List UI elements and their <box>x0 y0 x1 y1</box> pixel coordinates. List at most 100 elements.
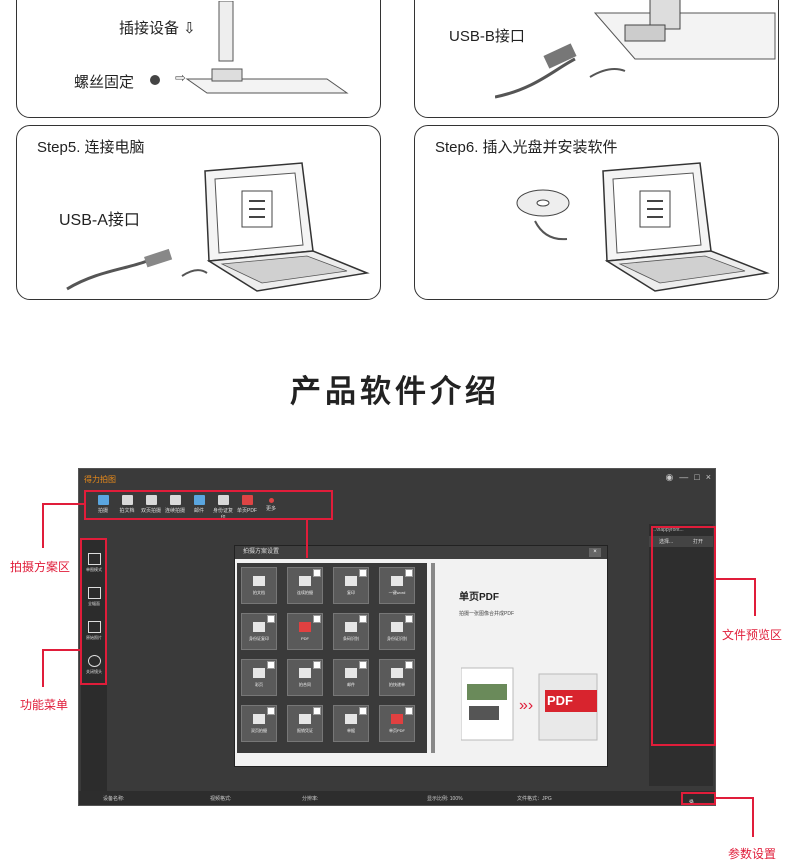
checkbox[interactable] <box>359 661 367 669</box>
open-button[interactable]: 打开 <box>693 539 704 545</box>
scheme-grid: 拍文档 连续拍摄 复印 一键word 身份证复印 PDF 条码识别 身份证识别 … <box>237 563 427 753</box>
tile-id-copy[interactable]: 身份证复印 <box>241 613 277 650</box>
skin-icon[interactable]: ◉ <box>665 472 674 482</box>
screw-icon <box>150 75 160 85</box>
function-line-h <box>42 649 80 651</box>
palette-icon <box>253 668 265 678</box>
usb-b-label: USB-B接口 <box>449 28 525 45</box>
sidebar-item-full-frame[interactable]: 全幅面 <box>81 587 107 607</box>
step5-title: Step5. 连接电脑 <box>37 139 145 156</box>
checkbox[interactable] <box>313 615 321 623</box>
tile-document[interactable]: 拍文档 <box>241 567 277 604</box>
sidebar-item-original[interactable]: 原始照片 <box>81 621 107 641</box>
printer-icon <box>345 576 357 586</box>
close-icon[interactable]: × <box>705 472 711 482</box>
step5-card: Step5. 连接电脑 USB-A接口 <box>16 125 381 300</box>
pdf-icon <box>299 622 311 632</box>
tile-receipt[interactable]: 报销凭证 <box>287 705 323 742</box>
annotation-preview: 文件预览区 <box>722 628 783 642</box>
annotation-scheme: 拍摄方案区 <box>10 560 71 574</box>
scheme-line-v <box>42 503 44 548</box>
tile-mail[interactable]: 邮件 <box>333 659 369 696</box>
toolbar-highlight <box>84 490 333 520</box>
maximize-icon[interactable]: □ <box>694 472 700 482</box>
dialog-header: 拍摄方案设置 × <box>235 546 607 559</box>
preview-title: 单页PDF <box>459 592 499 603</box>
toolbar-pdf-button[interactable]: 单页PDF <box>236 495 258 521</box>
checkbox[interactable] <box>313 661 321 669</box>
tile-bill[interactable]: 单据 <box>333 705 369 742</box>
arrow-right-icon: ⇨ <box>175 70 186 85</box>
tile-pdf[interactable]: PDF <box>287 613 323 650</box>
checkbox[interactable] <box>359 615 367 623</box>
receipt-icon <box>299 714 311 724</box>
checkbox[interactable] <box>405 661 413 669</box>
laptop-illustration <box>66 162 370 292</box>
double-page-icon <box>145 495 157 505</box>
step-card-top-right: USB-B接口 <box>414 0 779 118</box>
sidebar-highlight <box>80 538 107 685</box>
function-line-v <box>42 649 44 687</box>
camera-off-icon <box>87 655 101 667</box>
checkbox[interactable] <box>405 707 413 715</box>
pdf-conversion-illustration: »› <box>461 667 598 741</box>
toolbar-shoot-button[interactable]: 拍摄 <box>92 495 114 521</box>
tile-continuous[interactable]: 连续拍摄 <box>287 567 323 604</box>
status-bar: 设备名称: 视频格式: 分辨率: 显示比例: 100% 文件格式：JPG ⚙ 设… <box>79 791 715 805</box>
checkbox[interactable] <box>267 707 275 715</box>
checkbox[interactable] <box>313 707 321 715</box>
toolbar-double-page-button[interactable]: 双页拍摄 <box>140 495 162 521</box>
video-format: 视频格式: <box>210 796 232 802</box>
mail-icon <box>193 495 205 505</box>
continuous-icon <box>169 495 181 505</box>
tile-id-recognize[interactable]: 身份证识别 <box>379 613 415 650</box>
device-stand-illustration <box>185 1 349 94</box>
file-format: 文件格式：JPG <box>517 796 552 802</box>
checkbox[interactable] <box>359 707 367 715</box>
full-frame-icon <box>87 587 101 599</box>
tile-barcode[interactable]: 条码识别 <box>333 613 369 650</box>
window-controls: ◉ — □ × <box>665 472 711 483</box>
scheme-line-h <box>42 503 84 505</box>
dialog-close-button[interactable]: × <box>589 548 601 557</box>
tile-color[interactable]: 彩页 <box>241 659 277 696</box>
checkbox[interactable] <box>359 569 367 577</box>
single-image-icon <box>87 553 101 565</box>
toolbar: 拍摄 拍文档 双页拍摄 连续拍摄 邮件 身份证复印 单页PDF 更多 <box>92 495 282 521</box>
device-name: 设备名称: <box>103 796 125 802</box>
gear-icon: ⚙ <box>689 799 694 805</box>
checkbox[interactable] <box>313 569 321 577</box>
toolbar-connector <box>306 520 308 558</box>
sidebar-item-camera-off[interactable]: 关闭镜头 <box>81 655 107 675</box>
tile-express[interactable]: 拍快递单 <box>379 659 415 696</box>
word-icon <box>391 576 403 586</box>
checkbox[interactable] <box>405 569 413 577</box>
id-card-icon <box>217 495 229 505</box>
select-button[interactable]: 选择... <box>658 539 674 545</box>
toolbar-continuous-button[interactable]: 连续拍摄 <box>164 495 186 521</box>
usb-a-label: USB-A接口 <box>59 212 140 229</box>
tile-word[interactable]: 一键word <box>379 567 415 604</box>
contract-icon <box>299 668 311 678</box>
dialog-title: 拍摄方案设置 <box>243 549 280 555</box>
original-photo-icon <box>87 621 101 633</box>
tile-copy[interactable]: 复印 <box>333 567 369 604</box>
document-icon <box>253 576 265 586</box>
annotation-settings: 参数设置 <box>728 847 777 861</box>
toolbar-document-button[interactable]: 拍文档 <box>116 495 138 521</box>
checkbox[interactable] <box>267 661 275 669</box>
dialog-scrollbar[interactable] <box>431 563 435 753</box>
checkbox[interactable] <box>267 615 275 623</box>
checkbox[interactable] <box>405 615 413 623</box>
tile-single-pdf[interactable]: 单页PDF <box>379 705 415 742</box>
sidebar-item-single[interactable]: 单图模式 <box>81 553 107 573</box>
screw-fix-label: 螺丝固定 <box>74 74 135 91</box>
barcode-icon <box>345 622 357 632</box>
settings-line-v <box>752 797 754 837</box>
minimize-icon[interactable]: — <box>679 472 689 482</box>
toolbar-more-button[interactable]: 更多 <box>260 495 282 521</box>
toolbar-mail-button[interactable]: 邮件 <box>188 495 210 521</box>
tile-double-page[interactable]: 双页拍摄 <box>241 705 277 742</box>
more-icon <box>268 498 274 503</box>
tile-contract[interactable]: 拍合同 <box>287 659 323 696</box>
